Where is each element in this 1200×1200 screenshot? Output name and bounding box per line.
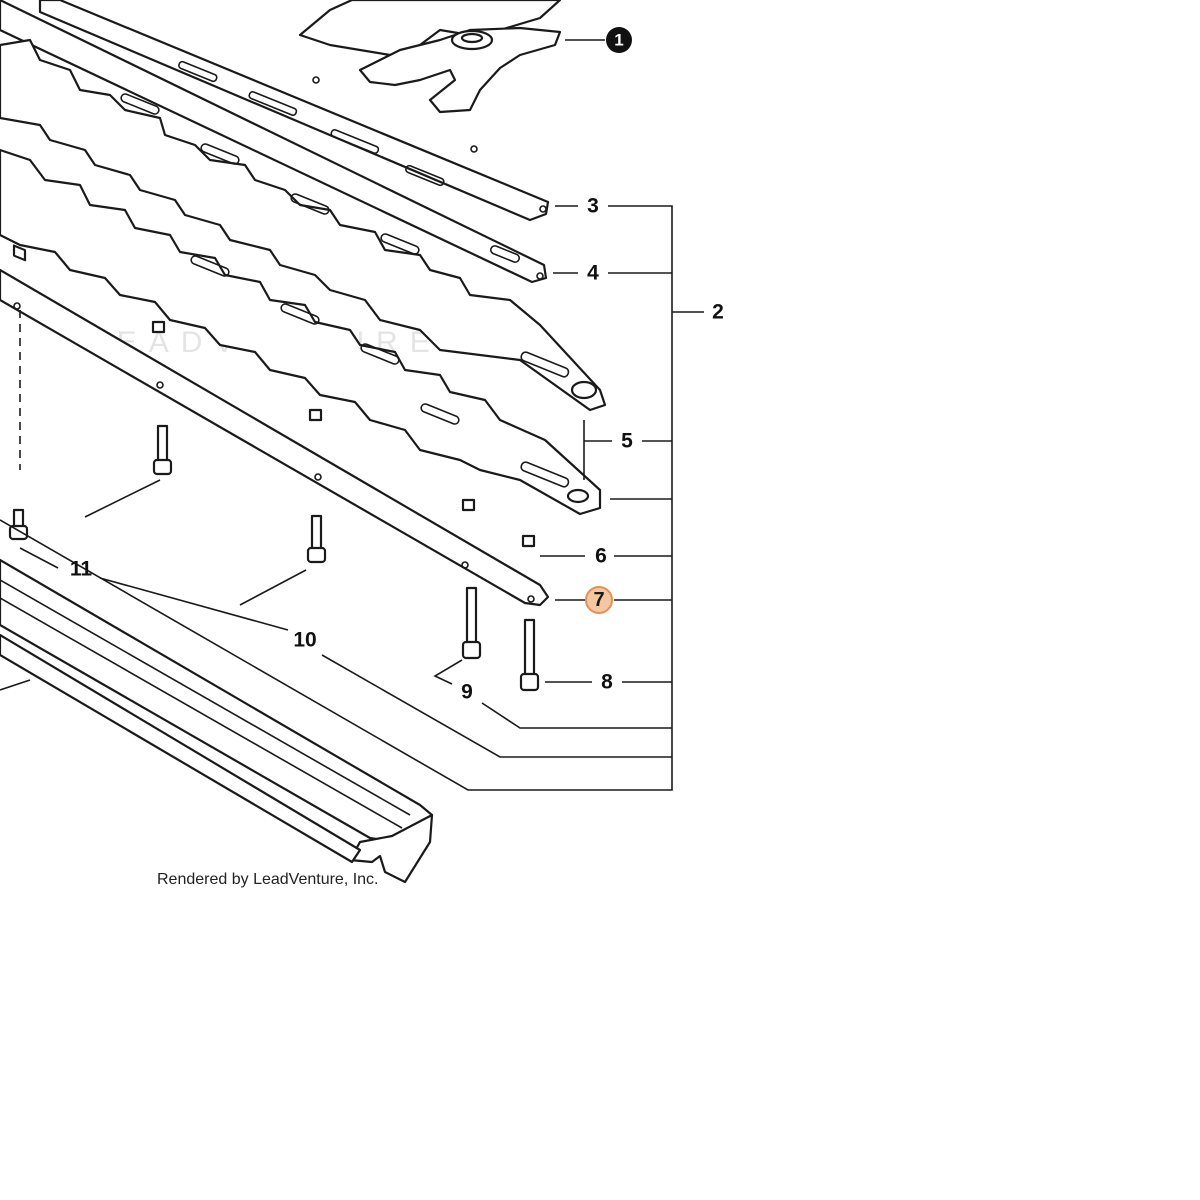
part-10-screw[interactable] [306,514,327,564]
callout-11[interactable]: 11 [70,558,93,581]
callout-4[interactable]: 4 [587,262,599,285]
part-8-screw[interactable] [519,618,540,692]
callout-2[interactable]: 2 [712,301,724,324]
svg-text:5: 5 [621,430,633,453]
callout-5[interactable]: 5 [621,430,633,453]
svg-text:3: 3 [587,195,599,218]
callout-3[interactable]: 3 [587,195,599,218]
part-3-guide-bar[interactable] [38,0,550,222]
callout-10[interactable]: 10 [293,629,316,652]
svg-text:6: 6 [595,545,607,568]
part-4-cover-plate[interactable] [0,0,548,284]
svg-text:10: 10 [293,629,316,652]
part-9-screw[interactable] [152,424,173,476]
svg-text:11: 11 [70,558,93,581]
svg-text:4: 4 [587,262,599,285]
callout-7-highlighted[interactable]: 7 [585,586,613,614]
callout-6[interactable]: 6 [595,545,607,568]
callout-9[interactable]: 9 [461,681,473,704]
part-9-screw-b[interactable] [461,586,482,660]
svg-text:2: 2 [712,301,724,324]
credit-text: Rendered by LeadVenture, Inc. [157,871,379,888]
svg-text:7: 7 [593,589,604,611]
lower-guard-rail[interactable] [0,558,434,884]
part-5-lower-blade[interactable] [0,148,602,516]
svg-text:8: 8 [601,671,613,694]
callout-8[interactable]: 8 [601,671,613,694]
part-5-upper-blade[interactable] [0,38,607,412]
svg-text:9: 9 [461,681,473,704]
callout-1[interactable]: 1 [606,27,632,53]
svg-text:1: 1 [614,31,623,50]
part-6-sliders[interactable] [0,244,550,607]
leader-lines [0,39,704,791]
part-1-gear-housing[interactable] [298,0,562,114]
